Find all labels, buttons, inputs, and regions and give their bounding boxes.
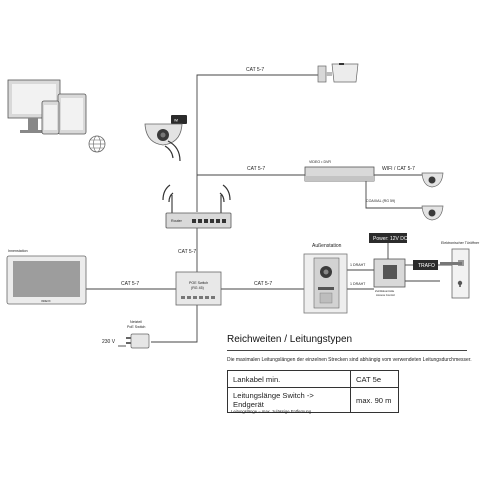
bullet-camera-icon [317,63,359,83]
dome-camera-2-icon [421,205,444,221]
door-handle-icon [440,260,464,266]
table-cell: CAT 5e [350,370,399,388]
label-cat-mid: CAT 5-7 [247,166,265,172]
trafo: TRAFO [413,260,438,270]
indoor-monitor-label: Innenstation [8,249,28,253]
table-row: Lankabel min. CAT 5e [227,370,399,388]
label-wifi-cat: WIFI / CAT 5-7 [382,166,415,172]
power-plug-icon [126,333,150,349]
access-control-label-1: Zutrittskontrolle [375,289,395,293]
router-wifi-signal-icon [162,184,231,203]
wifi-signal-icon [164,140,181,162]
router-label: Router [171,219,183,223]
dome-camera-1-icon [421,172,444,188]
outdoor-station: Außenstation [303,243,348,314]
dome-camera-icon [144,123,183,146]
door-opener: Elektronischer Türöffner [440,241,480,299]
psu-label-1: Netzteil [130,320,142,324]
section-description: Die maximalen Leitungslängen der einzeln… [227,357,472,363]
power-supply: Power: 12V DC [369,233,408,243]
table-cell: Leitungslänge Switch -> Endgerät [227,387,351,413]
table-row: Leitungslänge Switch -> Endgerät max. 90… [227,387,399,413]
access-control-label-2: Access Control [376,293,395,297]
label-cat-router-poe: CAT 5-7 [178,249,196,255]
line-psu-to-poe-switch [151,305,198,343]
phone-icon [41,100,60,135]
table-cell: Lankabel min. [227,370,351,388]
volt-label: 230 V [102,339,116,345]
globe-icon [88,135,106,153]
poe-switch: POE Switch (RG 45) [175,271,222,306]
connection-lines [86,74,452,343]
nvr-device: VIDEO • DVR [304,160,375,182]
power-label: Power: 12V DC [373,236,408,242]
label-drath-2: 1 DRAHT [350,282,366,286]
door-opener-label: Elektronischer Türöffner [441,241,480,245]
router-device: Router [162,184,232,229]
wifi-badge-label: Wi [174,119,178,123]
poe-psu: Netzteil PoE Switch 230 V [102,320,150,349]
label-cat-right: CAT 5-7 [254,281,272,287]
trafo-label: TRAFO [418,263,435,269]
section-title: Reichweiten / Leitungstypen [227,334,353,345]
indoor-monitor-screen [13,261,80,297]
psu-label-2: PoE Switch [127,325,145,329]
wifi-dome-camera: Wi [144,115,187,162]
table-footnote: Leitungslänge = max. zulässige Entfernun… [231,409,312,414]
keyhole-icon [457,280,463,287]
label-cat-left: CAT 5-7 [121,281,139,287]
label-cat-top: CAT 5-7 [246,67,264,73]
client-devices [7,79,106,153]
cable-spec-table: Lankabel min. CAT 5e Leitungslänge Switc… [227,370,399,413]
indoor-monitor-brand: INDEXX [41,299,51,303]
wifi-badge-icon [171,115,187,124]
line-router-to-bullet-camera [196,74,318,212]
tablet-icon [57,93,87,135]
outdoor-station-label: Außenstation [312,243,342,249]
poe-switch-label-2: (RG 45) [191,286,204,290]
poe-switch-label-1: POE Switch [189,281,208,285]
label-coaxial: COAXIAL (RG 59) [366,199,395,203]
section-divider [227,350,467,351]
nvr-label: VIDEO • DVR [309,160,331,164]
table-cell: max. 90 m [350,387,399,413]
access-control-module: Zutrittskontrolle Access Control [373,258,406,297]
line-nvr-to-dome-camera-2 [365,180,422,209]
indoor-monitor: Innenstation INDEXX [6,249,87,305]
label-drath-1: 1 DRAHT [350,263,366,267]
